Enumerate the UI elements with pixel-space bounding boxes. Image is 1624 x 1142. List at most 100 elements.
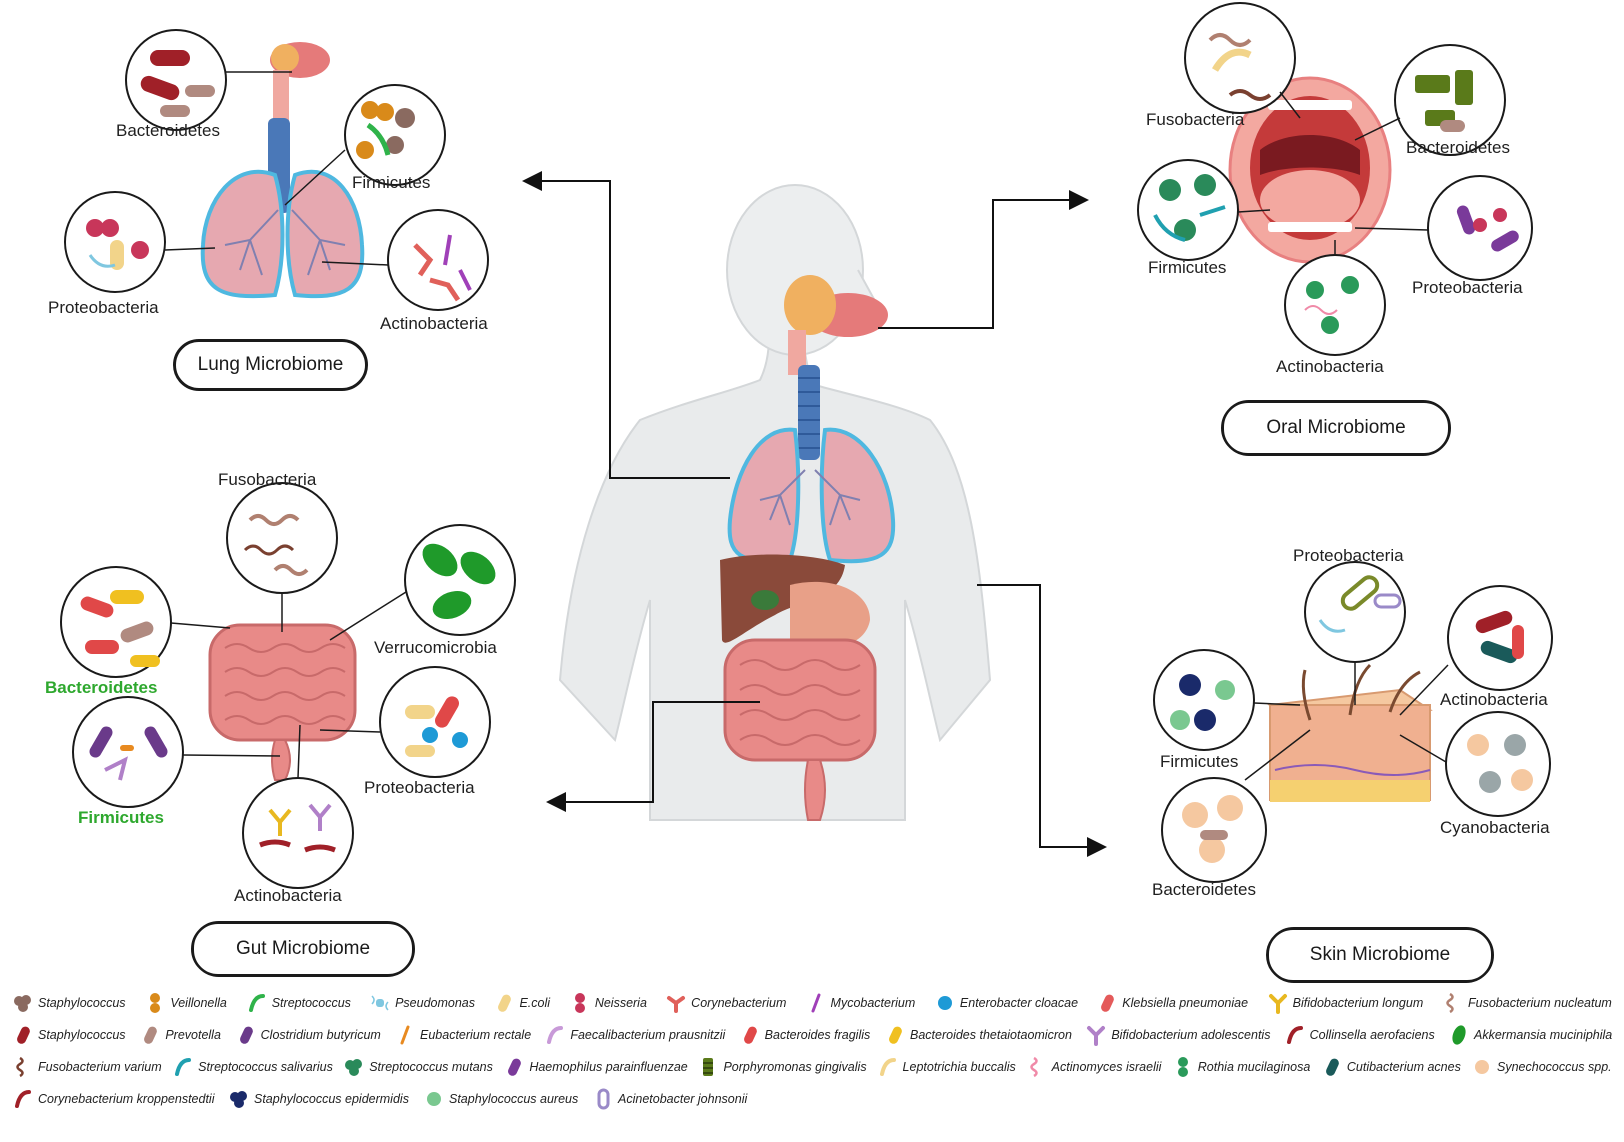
legend-item-label: Corynebacterium xyxy=(691,996,787,1010)
y-icon xyxy=(1268,994,1287,1014)
gut-label-fusobacteria: Fusobacteria xyxy=(218,470,317,489)
rod-curved-icon xyxy=(15,1090,31,1108)
lung-label-bacteroidetes: Bacteroidetes xyxy=(116,121,220,140)
oral-label-proteobacteria: Proteobacteria xyxy=(1412,278,1523,297)
arrow-to-oral xyxy=(878,190,1089,329)
legend-item: Enterobacter cloacae xyxy=(934,990,1078,1016)
legend-item: Rothia mucilaginosa xyxy=(1172,1054,1310,1080)
rod-curved-icon xyxy=(879,1058,896,1076)
legend-item-label: Faecalibacterium prausnitzii xyxy=(570,1028,726,1042)
legend-item-label: Fusobacterium nucleatum xyxy=(1468,996,1612,1010)
legend-item-label: Synechococcus spp. xyxy=(1497,1060,1612,1074)
legend-item: Veillonella xyxy=(144,990,227,1016)
y-icon xyxy=(1087,1026,1106,1046)
rod-icon xyxy=(17,1026,30,1044)
legend-item: Leptotrichia buccalis xyxy=(877,1054,1016,1080)
legend-item: Haemophilus parainfluenzae xyxy=(503,1054,688,1080)
legend-item-label: Acinetobacter johnsonii xyxy=(618,1092,748,1106)
legend-item-label: Prevotella xyxy=(165,1028,221,1042)
thin-rod-icon xyxy=(811,993,821,1013)
legend-item-label: Neisseria xyxy=(594,996,647,1010)
legend-item-label: E.coli xyxy=(519,996,551,1010)
rod-icon xyxy=(1101,994,1115,1012)
legend-item-label: Clostridium butyricum xyxy=(260,1028,381,1042)
legend-item-label: Staphylococcus aureus xyxy=(449,1092,579,1106)
oral-label-firmicutes: Firmicutes xyxy=(1148,258,1227,277)
rod-icon xyxy=(743,1026,757,1044)
legend-item-label: Streptococcus mutans xyxy=(369,1060,493,1074)
lung-label-actinobacteria: Actinobacteria xyxy=(380,314,488,333)
gut-microbiome-title: Gut Microbiome xyxy=(192,922,414,976)
skin-label-cyanobacteria: Cyanobacteria xyxy=(1440,818,1550,837)
rod-icon xyxy=(498,994,512,1012)
human-body xyxy=(558,184,992,821)
legend-item: Bifidobacterium longum xyxy=(1267,990,1424,1016)
legend-item: Staphylococcus aureus xyxy=(423,1086,578,1112)
legend-item: Mycobacterium xyxy=(805,990,916,1016)
legend-item: Synechococcus spp. xyxy=(1471,1054,1612,1080)
legend-item-label: Haemophilus parainfluenzae xyxy=(529,1060,688,1074)
legend-item-label: Eubacterium rectale xyxy=(420,1028,532,1042)
legend-item-label: Bacteroides thetaiotaomicron xyxy=(910,1028,1072,1042)
legend-item: Faecalibacterium prausnitzii xyxy=(544,1022,725,1048)
gut-label-bacteroidetes: Bacteroidetes xyxy=(45,678,158,697)
skin-label-actinobacteria: Actinobacteria xyxy=(1440,690,1548,709)
legend-item: Acinetobacter johnsonii xyxy=(592,1086,747,1112)
cluster-icon xyxy=(345,1059,363,1076)
lung-label-firmicutes: Firmicutes xyxy=(352,173,431,192)
legend-item-label: Klebsiella pneumoniae xyxy=(1122,996,1249,1010)
lung-microbiome-title: Lung Microbiome xyxy=(174,340,367,390)
gut-label-actinobacteria: Actinobacteria xyxy=(234,886,342,905)
spiral-icon xyxy=(1029,1056,1038,1078)
legend-item-label: Pseudomonas xyxy=(395,996,475,1010)
legend-item-label: Cutibacterium acnes xyxy=(1346,1060,1461,1074)
spiral-icon xyxy=(16,1056,24,1078)
legend-item: E.coli xyxy=(493,990,550,1016)
legend-item-label: Bifidobacterium longum xyxy=(1292,996,1424,1010)
coccus-icon xyxy=(427,1092,441,1106)
legend-item-label: Actinomyces israelii xyxy=(1051,1060,1162,1074)
diplococcus-icon xyxy=(150,993,161,1013)
legend-row: Corynebacterium kroppenstedtii Staphyloco… xyxy=(12,1086,772,1112)
legend-item: Collinsella aerofaciens xyxy=(1284,1022,1435,1048)
legend-item: Streptococcus mutans xyxy=(343,1054,493,1080)
oval-icon xyxy=(1452,1025,1466,1045)
striped-rod-icon xyxy=(703,1058,714,1076)
legend-item-label: Porphyromonas gingivalis xyxy=(723,1060,867,1074)
lung-label-proteobacteria: Proteobacteria xyxy=(48,298,159,317)
rod-curved-icon xyxy=(1286,1026,1303,1044)
legend-row: Staphylococcus Veillonella Streptococcus Ps… xyxy=(12,990,1612,1016)
legend-item: Porphyromonas gingivalis xyxy=(697,1054,867,1080)
arrow-to-skin xyxy=(977,584,1107,857)
gut-panel xyxy=(60,482,516,977)
legend-item-label: Streptococcus xyxy=(271,996,351,1010)
diplococcus-icon xyxy=(574,993,585,1013)
legend-item-label: Veillonella xyxy=(170,996,227,1010)
oral-label-fusobacteria: Fusobacteria xyxy=(1146,110,1245,129)
legend-item-label: Staphylococcus epidermidis xyxy=(254,1092,409,1106)
flagella-icon xyxy=(371,995,389,1011)
legend-item-label: Mycobacterium xyxy=(830,996,916,1010)
rod-curved-icon xyxy=(248,994,265,1012)
legend-item: Fusobacterium varium xyxy=(12,1054,162,1080)
legend-item-label: Staphylococcus xyxy=(38,1028,126,1042)
oral-label-bacteroidetes: Bacteroidetes xyxy=(1406,138,1510,157)
coccus-icon xyxy=(937,996,952,1010)
legend-item: Pseudomonas xyxy=(369,990,475,1016)
cluster-icon xyxy=(230,1091,247,1108)
legend-item-label: Bifidobacterium adolescentis xyxy=(1111,1028,1271,1042)
skin-label-bacteroidetes: Bacteroidetes xyxy=(1152,880,1256,899)
skin-label-proteobacteria: Proteobacteria xyxy=(1293,546,1404,565)
gut-label-proteobacteria: Proteobacteria xyxy=(364,778,475,797)
legend-item: Corynebacterium kroppenstedtii xyxy=(12,1086,214,1112)
legend-item: Prevotella xyxy=(139,1022,221,1048)
legend-item: Staphylococcus xyxy=(12,1022,126,1048)
legend-item: Staphylococcus epidermidis xyxy=(228,1086,409,1112)
legend-item: Bacteroides fragilis xyxy=(739,1022,870,1048)
legend-item: Staphylococcus xyxy=(12,990,126,1016)
legend-item-label: Collinsella aerofaciens xyxy=(1309,1028,1435,1042)
rod-icon xyxy=(239,1026,253,1044)
arrow-to-lung xyxy=(522,171,730,479)
skin-label-firmicutes: Firmicutes xyxy=(1160,752,1239,771)
